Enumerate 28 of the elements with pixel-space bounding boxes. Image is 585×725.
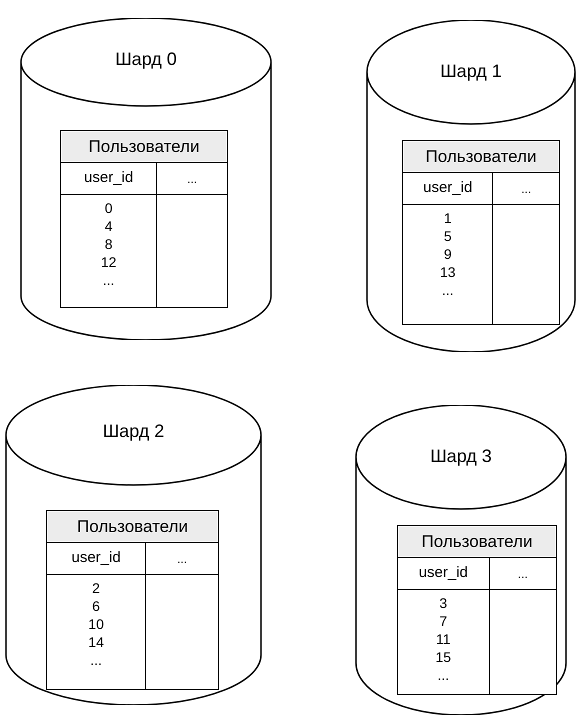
data-table xyxy=(397,525,557,695)
column-header: ... xyxy=(520,180,532,198)
column-header: ... xyxy=(176,550,188,568)
column-header: user_id xyxy=(61,163,158,194)
table-cell: 2 6 10 14 ... xyxy=(88,579,105,669)
shard-title: Шард 1 xyxy=(439,60,503,83)
column-header: ... xyxy=(186,170,198,188)
table-header: Пользователи xyxy=(403,141,559,173)
table-header: Пользователи xyxy=(61,131,227,163)
database-cylinder xyxy=(355,405,567,715)
table-header: Пользователи xyxy=(398,526,556,558)
column-header: user_id xyxy=(398,558,490,589)
column-header: user_id xyxy=(403,173,494,204)
database-cylinder xyxy=(20,18,272,340)
data-table xyxy=(60,130,228,308)
table-cell: 0 4 8 12 ... xyxy=(100,199,118,289)
database-cylinder xyxy=(5,385,262,705)
database-cylinder xyxy=(366,20,576,352)
table-header: Пользователи xyxy=(47,511,218,543)
column-header: ... xyxy=(516,566,529,582)
data-table xyxy=(402,140,560,325)
shard-title: Шард 0 xyxy=(114,48,178,71)
shard-title: Шард 3 xyxy=(429,445,493,468)
table-cell: 3 7 11 15 ... xyxy=(434,594,452,684)
table-cell: 1 5 9 13 ... xyxy=(439,209,456,299)
data-table xyxy=(46,510,219,690)
column-header: user_id xyxy=(47,543,146,574)
shard-title: Шард 2 xyxy=(102,420,166,443)
